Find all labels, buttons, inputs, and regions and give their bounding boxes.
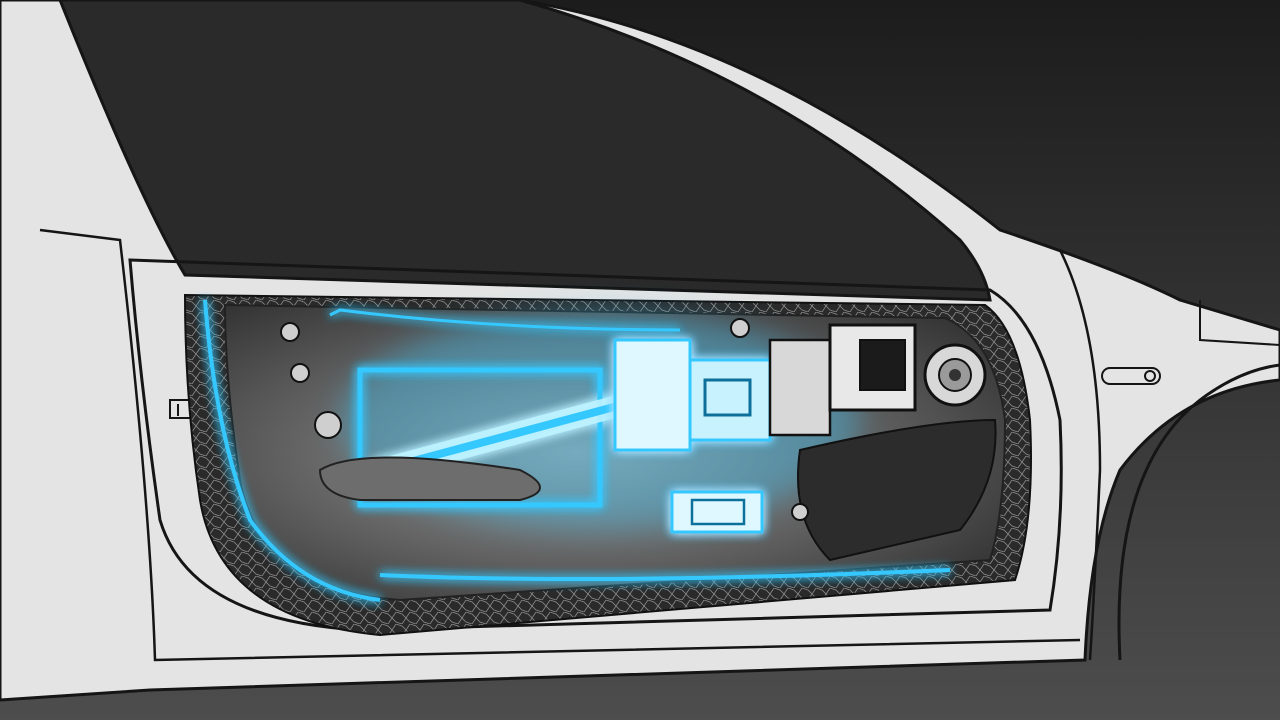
wiring-icon bbox=[203, 299, 951, 602]
latch-mechanism bbox=[768, 323, 917, 437]
armrest-pocket bbox=[318, 456, 541, 501]
lower-actuator bbox=[670, 490, 764, 534]
door-handle-icon bbox=[1101, 367, 1161, 385]
internal-components bbox=[203, 299, 997, 602]
speaker-icon bbox=[923, 343, 987, 407]
wheel-arch bbox=[1117, 363, 1280, 661]
bolt-icon bbox=[280, 318, 809, 521]
window-opening bbox=[58, 0, 992, 302]
lock-actuator-icon bbox=[613, 338, 772, 452]
